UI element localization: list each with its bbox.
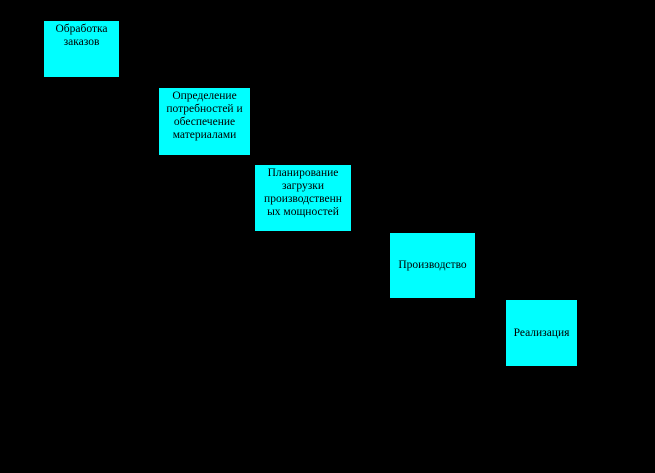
step-material-requirements: Определение потребностей и обеспечение м… xyxy=(159,88,250,155)
step-capacity-planning: Планирование загрузки производственн ых … xyxy=(255,165,351,231)
step-sales: Реализация xyxy=(506,300,577,366)
step-production: Производство xyxy=(390,233,475,298)
step-label: Планирование загрузки производственн ых … xyxy=(264,167,342,218)
step-label: Определение потребностей и обеспечение м… xyxy=(166,90,243,141)
step-order-processing: Обработка заказов xyxy=(44,21,119,77)
step-label: Производство xyxy=(398,259,467,271)
step-label: Реализация xyxy=(513,326,570,339)
step-label: Обработка заказов xyxy=(55,23,108,48)
